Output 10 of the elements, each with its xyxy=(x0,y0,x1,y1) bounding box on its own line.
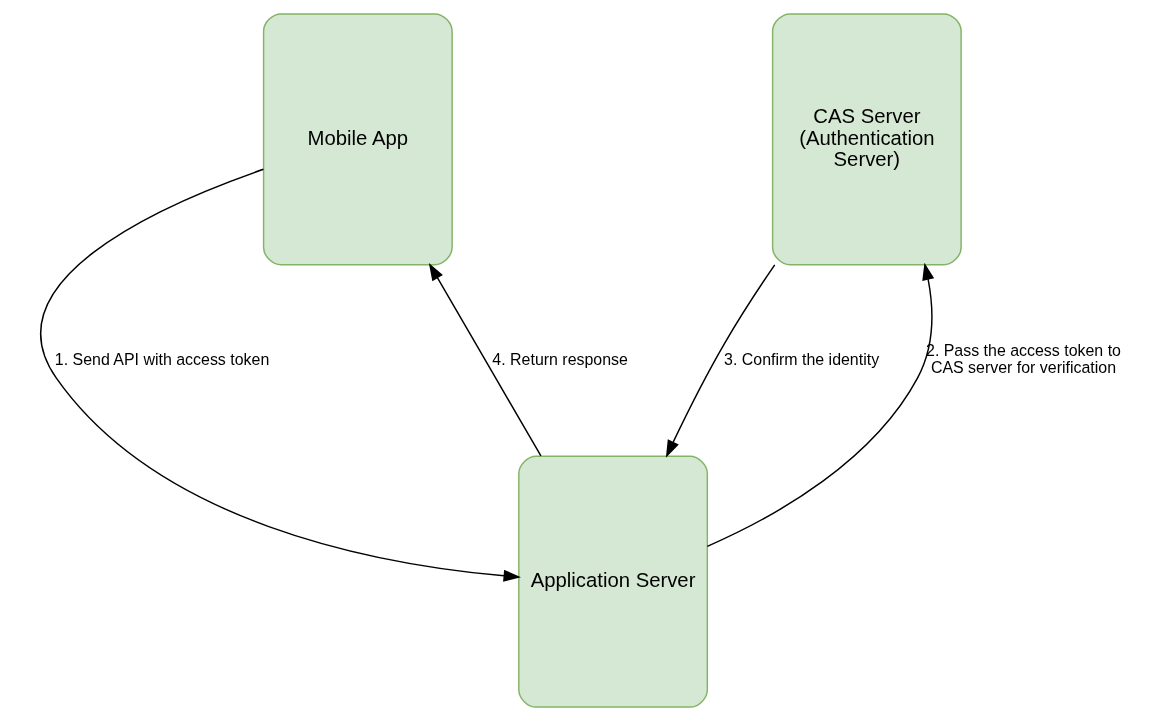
arrow xyxy=(40,168,521,582)
edge-label: 4. Return response xyxy=(492,350,628,368)
node-box: Mobile App xyxy=(262,13,453,266)
arrow xyxy=(665,264,776,458)
node-box: Application Server xyxy=(518,455,709,708)
arrow xyxy=(706,262,935,548)
node-box: CAS Server (Authentication Server) xyxy=(771,13,962,266)
edge-label: 1. Send API with access token xyxy=(54,350,270,368)
arrow xyxy=(428,263,542,457)
edge-label: 3. Confirm the identity xyxy=(724,350,880,368)
